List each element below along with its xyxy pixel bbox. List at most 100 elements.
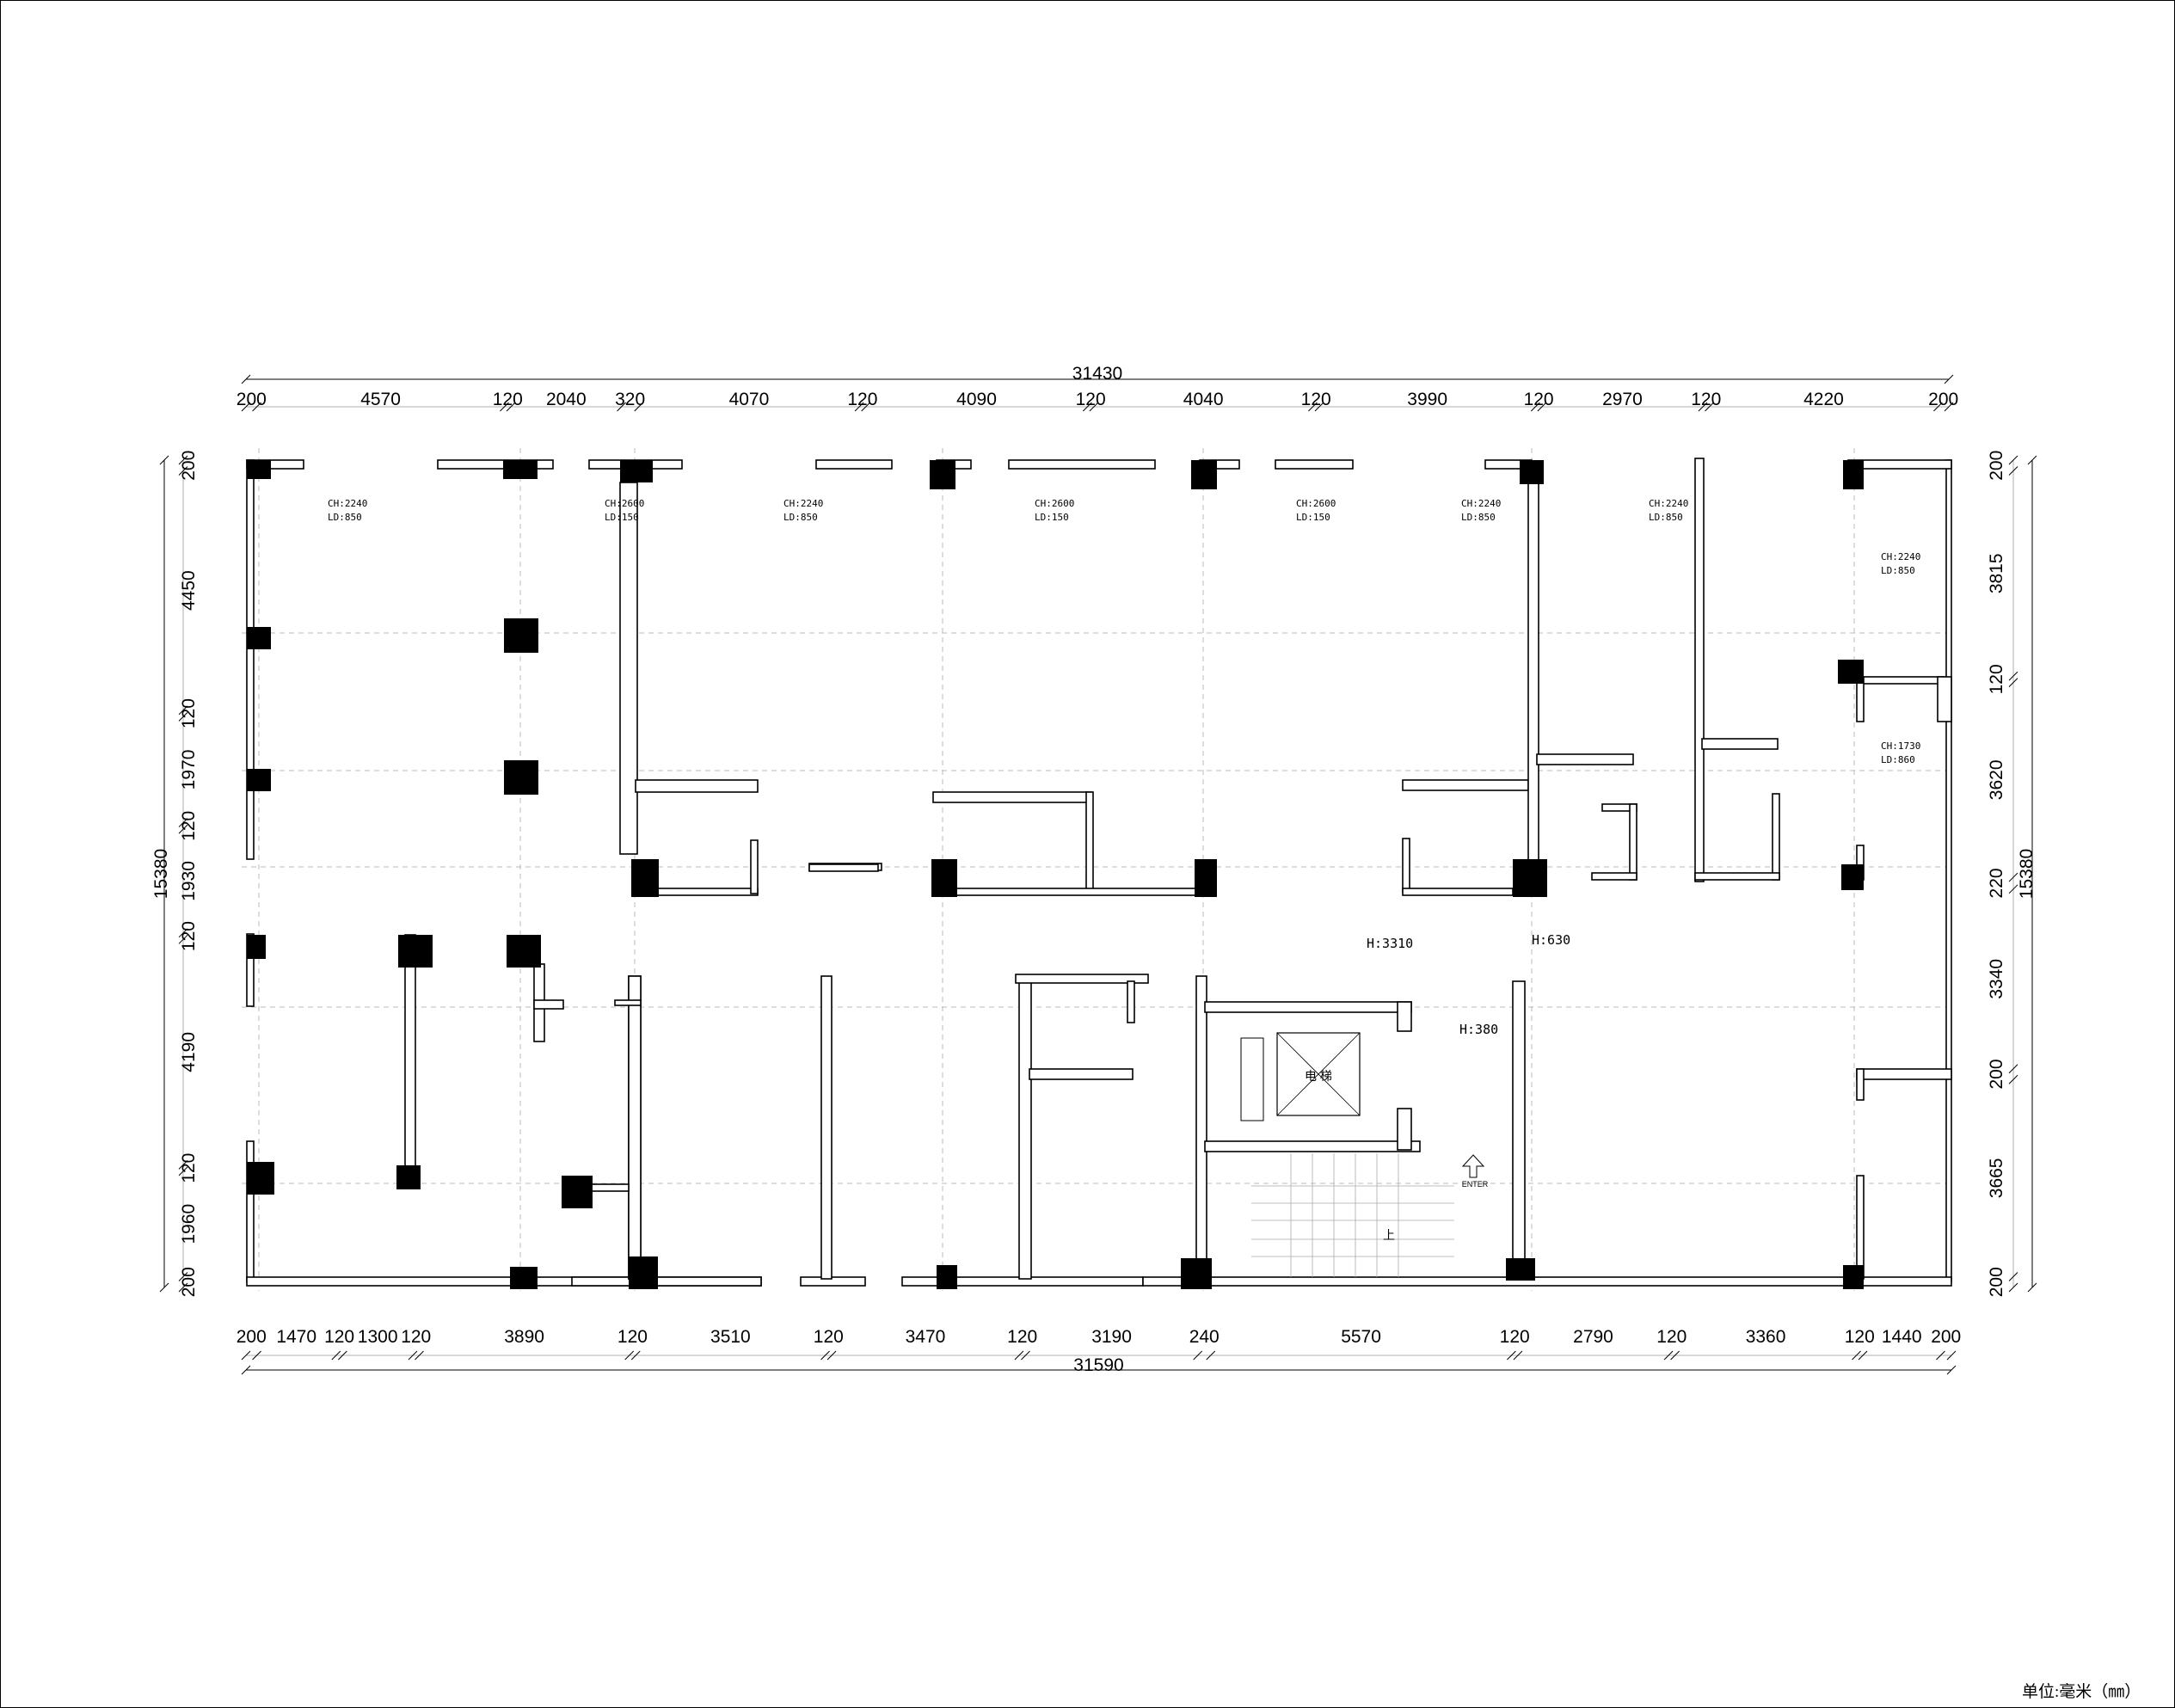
dimension-tick bbox=[1858, 1350, 1868, 1361]
interior-walls bbox=[404, 458, 1952, 1280]
dimension-tick bbox=[2008, 671, 2018, 681]
dimension-tick bbox=[241, 402, 251, 412]
dimension-tick bbox=[252, 402, 261, 412]
window-note-ld: LD:850 bbox=[783, 512, 818, 523]
stair: 上 ENTER bbox=[1251, 1153, 1489, 1277]
dimension-label: 4040 bbox=[1183, 390, 1224, 409]
dimension-label: 120 bbox=[617, 1327, 648, 1347]
dimension-label: 120 bbox=[401, 1327, 431, 1347]
dimension-label: 3190 bbox=[1091, 1327, 1132, 1347]
dimension-label: 3620 bbox=[1987, 759, 2006, 800]
dimension-label: 3340 bbox=[1987, 959, 2006, 999]
dimension-tick bbox=[2008, 1272, 2018, 1281]
dimension-tick bbox=[338, 1350, 347, 1361]
window-note-ld: LD:850 bbox=[1881, 565, 1915, 576]
dimension-tick bbox=[1670, 1350, 1680, 1361]
dimension-label: 200 bbox=[179, 451, 199, 481]
dimension-tick bbox=[2008, 1074, 2018, 1084]
dimension-tick bbox=[2027, 455, 2037, 465]
dimension-tick bbox=[178, 818, 188, 827]
dimension-tick bbox=[1193, 1350, 1203, 1361]
dimension-label: 120 bbox=[179, 921, 199, 951]
dimension-label: 2790 bbox=[1573, 1327, 1613, 1347]
dimension-label: 3470 bbox=[906, 1327, 946, 1347]
dimension-tick bbox=[415, 1350, 424, 1361]
dimension-label: 120 bbox=[847, 390, 877, 409]
dimension-tick bbox=[624, 1350, 635, 1361]
dimension-tick bbox=[1021, 1350, 1030, 1361]
dimension-label: 120 bbox=[1691, 390, 1721, 409]
dimension-label: 120 bbox=[1656, 1327, 1687, 1347]
dimension-tick bbox=[178, 1272, 188, 1281]
dimension-tick bbox=[241, 1350, 251, 1361]
dimension-tick bbox=[2008, 884, 2018, 894]
dimension-label: 120 bbox=[179, 698, 199, 728]
dimension-label: 3510 bbox=[710, 1327, 751, 1347]
dimension-label: 120 bbox=[493, 390, 523, 409]
dimension-label: 4570 bbox=[360, 390, 401, 409]
dimension-label: 5570 bbox=[1341, 1327, 1381, 1347]
elevator-label: 电 梯 bbox=[1305, 1069, 1332, 1083]
dimension-tick bbox=[1507, 1350, 1516, 1361]
dimension-label: 1300 bbox=[358, 1327, 398, 1347]
dimension-label: 4190 bbox=[179, 1032, 199, 1072]
dimension-tick bbox=[178, 466, 188, 476]
dimension-label: 3990 bbox=[1407, 390, 1447, 409]
window-note-ch: CH:2240 bbox=[1881, 551, 1920, 562]
dimension-label: 3815 bbox=[1987, 553, 2006, 593]
dimension-total: 31590 bbox=[1073, 1355, 1123, 1375]
window-note-ld: LD:150 bbox=[1035, 512, 1069, 523]
window-notes: CH:2240 LD:850 CH:2600 LD:150 CH:2240 LD… bbox=[328, 498, 1920, 765]
dimension-label: 120 bbox=[1500, 1327, 1530, 1347]
dimension-tick bbox=[178, 455, 188, 465]
dimension-label: 1960 bbox=[179, 1204, 199, 1244]
dimension-tick bbox=[1946, 1365, 1957, 1375]
dimension-label: 120 bbox=[814, 1327, 844, 1347]
window-note-ch: CH:2600 bbox=[1035, 498, 1074, 509]
dimension-label: 120 bbox=[1987, 664, 2006, 694]
dimension-tick bbox=[2008, 466, 2018, 476]
dimension-tick bbox=[861, 402, 871, 412]
dimension-label: 120 bbox=[1301, 390, 1331, 409]
unit-label: 单位:毫米（㎜） bbox=[2022, 1682, 2141, 1701]
window-note-ch: CH:2240 bbox=[328, 498, 367, 509]
height-mark: H:380 bbox=[1459, 1022, 1498, 1037]
dimension-tick bbox=[178, 928, 188, 938]
dimension-tick bbox=[2008, 872, 2018, 882]
dimension-total: 15380 bbox=[2017, 849, 2037, 899]
dimension-label: 120 bbox=[1524, 390, 1554, 409]
dimension-total: 31430 bbox=[1072, 364, 1122, 384]
dimension-label: 3360 bbox=[1746, 1327, 1786, 1347]
dimension-tick bbox=[178, 705, 188, 716]
dimension-label: 220 bbox=[1987, 868, 2006, 898]
dimension-tick bbox=[1663, 1350, 1674, 1361]
dimension-tick bbox=[1082, 402, 1092, 412]
dimension-tick bbox=[1513, 1350, 1523, 1361]
height-mark: H:630 bbox=[1532, 932, 1570, 948]
window-note-ld: LD:150 bbox=[605, 512, 639, 523]
enter-label: ENTER bbox=[1462, 1180, 1489, 1189]
window-note-ld: LD:850 bbox=[328, 512, 362, 523]
dimension-tick bbox=[506, 402, 516, 412]
dimension-tick bbox=[178, 1166, 188, 1177]
stair-up-label: 上 bbox=[1383, 1228, 1395, 1242]
dimension-label: 1440 bbox=[1882, 1327, 1922, 1347]
window-note-ch: CH:2240 bbox=[1649, 498, 1688, 509]
dimension-tick bbox=[252, 1350, 261, 1361]
dimension-tick bbox=[1314, 402, 1324, 412]
dimension-label: 3890 bbox=[504, 1327, 544, 1347]
dimension-tick bbox=[826, 1350, 837, 1361]
dimension-tick bbox=[178, 712, 188, 722]
dimension-label: 120 bbox=[324, 1327, 354, 1347]
window-note-ch: CH:2600 bbox=[605, 498, 644, 509]
dimension-label: 1930 bbox=[179, 861, 199, 901]
dimension-label: 240 bbox=[1189, 1327, 1220, 1347]
dimension-tick bbox=[2008, 1064, 2018, 1074]
dimension-label: 2040 bbox=[546, 390, 587, 409]
dimension-label: 200 bbox=[1987, 1059, 2006, 1089]
dimension-label: 4450 bbox=[179, 570, 199, 611]
dimension-tick bbox=[820, 1350, 830, 1361]
dimension-tick bbox=[1698, 402, 1708, 412]
